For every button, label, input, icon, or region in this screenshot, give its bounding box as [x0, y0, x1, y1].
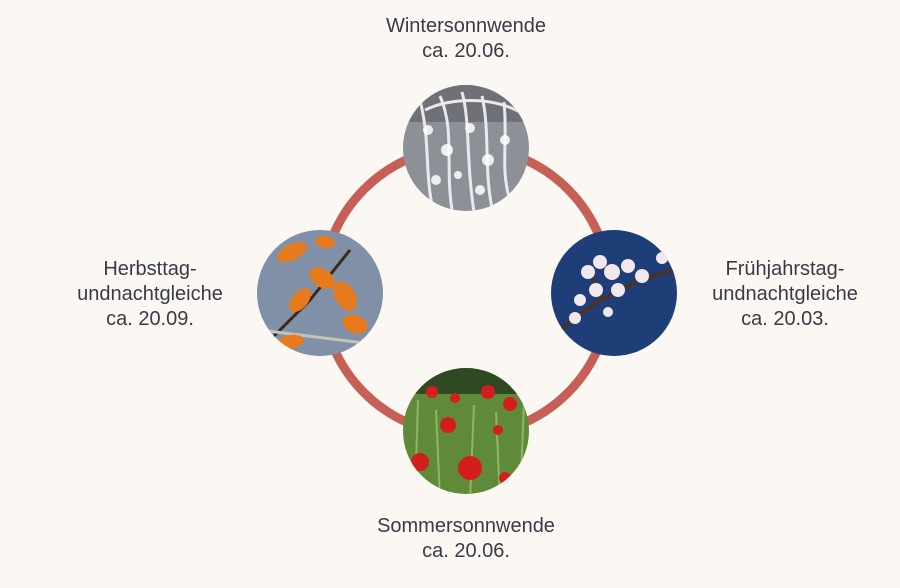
spring-equinox-name-line2: undnachtgleiche	[712, 283, 858, 305]
cherry-blossoms-image	[551, 230, 677, 356]
spring-equinox-name-line1: Frühjahrstag-	[725, 258, 845, 280]
winter-solstice-name: Wintersonnwende	[385, 15, 547, 37]
poppy-field-image	[403, 368, 529, 494]
autumn-equinox-label: Herbsttag- undnachtgleiche ca. 20.09.	[60, 257, 240, 332]
spring-equinox-date: ca. 20.03.	[741, 308, 829, 330]
summer-solstice-name: Sommersonnwende	[377, 515, 555, 537]
autumn-equinox-name-line1: Herbsttag-	[103, 258, 197, 280]
spring-equinox-label: Frühjahrstag- undnachtgleiche ca. 20.03.	[690, 257, 880, 332]
autumn-equinox-name-line2: undnachtgleiche	[77, 283, 223, 305]
winter-solstice-label: Wintersonnwende ca. 20.06.	[366, 14, 566, 64]
summer-solstice-label: Sommersonnwende ca. 20.06.	[346, 514, 586, 564]
summer-solstice-date: ca. 20.06.	[422, 540, 510, 562]
autumn-equinox-date: ca. 20.09.	[106, 308, 194, 330]
autumn-leaves-image	[257, 230, 383, 356]
winter-solstice-date: ca. 20.06.	[422, 40, 510, 62]
frosted-branches-image	[403, 85, 529, 211]
